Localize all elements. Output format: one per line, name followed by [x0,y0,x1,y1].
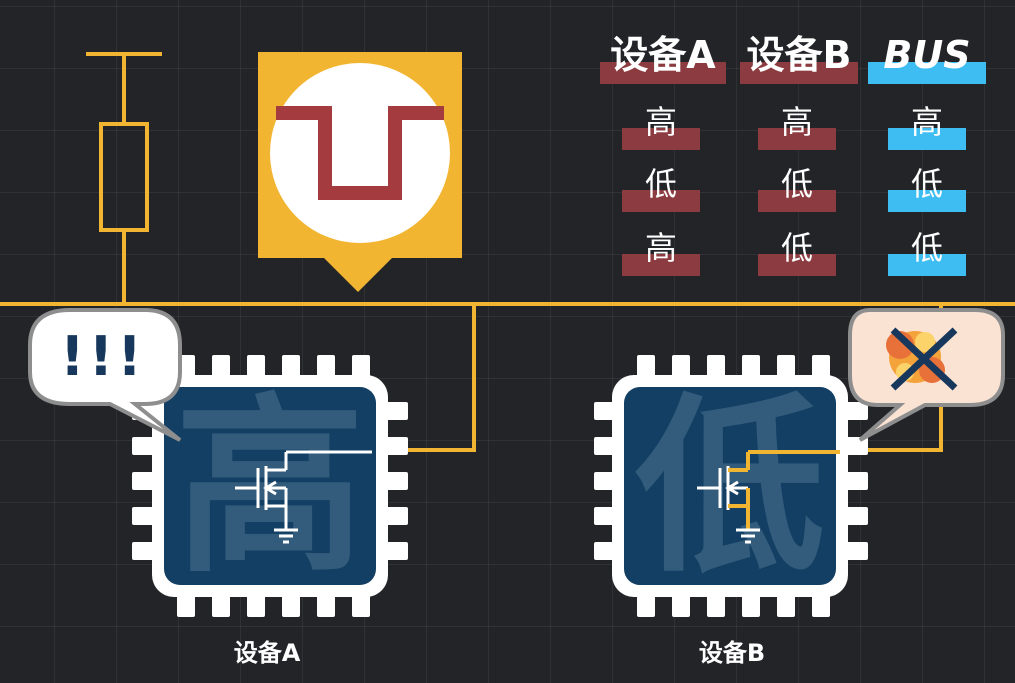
alert-bubble-icon [28,308,182,442]
header-bar-a [600,62,726,84]
mosfet-icon [697,466,748,510]
active-current-path [728,450,840,530]
explosion-icon [848,308,1005,442]
ground-icon [274,528,298,544]
cell-bar [888,128,966,150]
header-bar-bus [868,62,986,84]
table-cell: 低 [780,229,813,267]
chip-a-label: 设备A [233,639,301,667]
pulse-icon [258,52,462,292]
mosfet-icon [235,450,372,530]
cell-bar [622,254,700,276]
cell-bar [758,254,836,276]
ground-icon [736,528,760,544]
table-header-bus: BUS [883,33,971,77]
cell-bar [888,190,966,212]
table-cell: 高 [644,103,677,141]
table-cell: 低 [780,165,813,203]
table-cell: 低 [910,229,943,267]
cell-bar [622,190,700,212]
cell-bar [758,128,836,150]
cell-bar [758,190,836,212]
table-header-a: 设备A [610,33,716,77]
table-cell: 低 [910,165,943,203]
table-cell: 高 [910,103,943,141]
chip-b-label: 设备B [698,639,766,667]
resistor-icon [86,52,162,304]
table-cell: 高 [644,229,677,267]
cell-bar [888,254,966,276]
header-bar-b [740,62,858,84]
alert-text: !!! [60,325,146,388]
table-cell: 高 [780,103,813,141]
table-header-b: 设备B [746,33,852,77]
wire-chip-a [395,304,476,452]
table-cell: 低 [644,165,677,203]
cell-bar [622,128,700,150]
